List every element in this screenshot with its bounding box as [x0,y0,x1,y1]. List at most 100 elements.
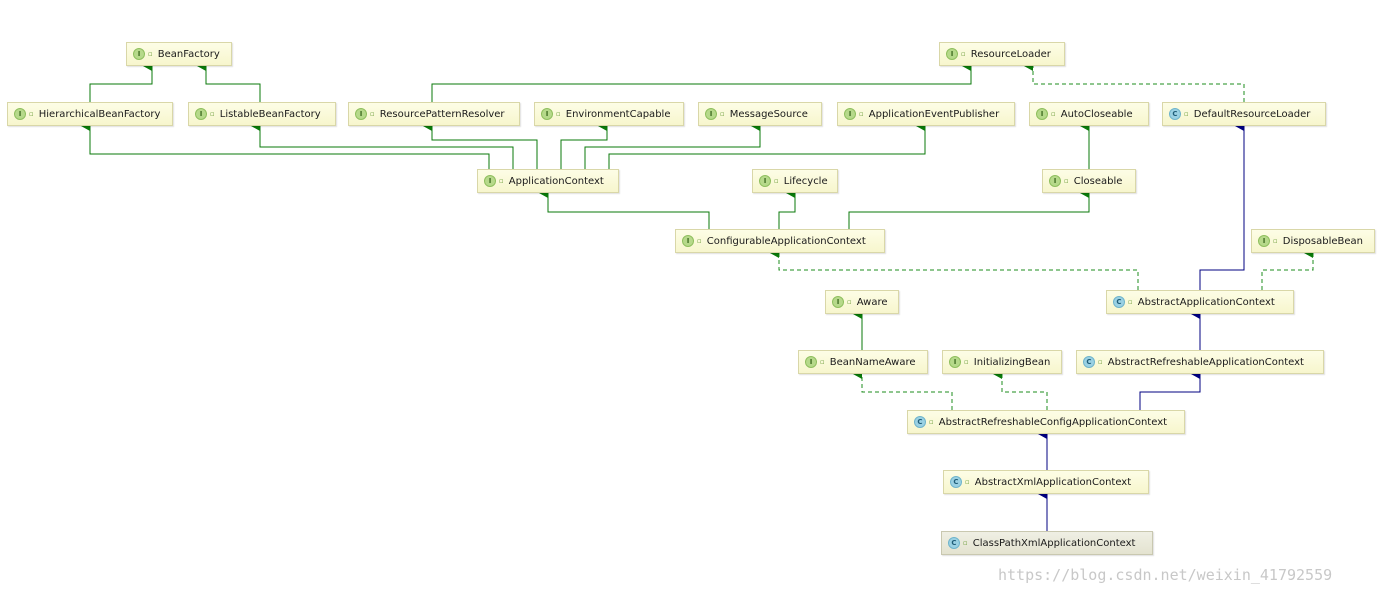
visibility-icon: ▫ [859,110,864,118]
node-label: InitializingBean [973,356,1051,368]
visibility-icon: ▫ [210,110,215,118]
node-resourcepatternresolver[interactable]: I▫ResourcePatternResolver [348,102,520,126]
node-beanfactory[interactable]: I▫BeanFactory [126,42,232,66]
interface-icon: I [1049,175,1061,187]
visibility-icon: ▫ [148,50,153,58]
class-icon: C [914,416,926,428]
node-label: BeanNameAware [829,356,916,368]
interface-icon: I [805,356,817,368]
edge-abstractrefreshableconfigapplicationcontext-to-initializingbean [993,369,1048,410]
interface-icon: I [759,175,771,187]
node-label: AbstractApplicationContext [1137,296,1275,308]
edge-abstractrefreshableconfigapplicationcontext-to-beannameaware [853,369,953,410]
visibility-icon: ▫ [370,110,375,118]
edge-configurableapplicationcontext-to-applicationcontext [539,188,710,229]
edge-abstractapplicationcontext-to-configurableapplicationcontext [770,248,1139,290]
node-label: EnvironmentCapable [565,108,671,120]
node-classpathxmlapplicationcontext[interactable]: C▫ ClassPathXmlApplicationContext [941,531,1153,555]
node-label: ApplicationEventPublisher [868,108,1000,120]
node-label: HierarchicalBeanFactory [38,108,161,120]
node-initializingbean[interactable]: I▫ InitializingBean [942,350,1062,374]
node-beannameaware[interactable]: I▫ BeanNameAware [798,350,928,374]
visibility-icon: ▫ [29,110,34,118]
edge-abstractapplicationcontext-to-defaultresourceloader [1199,121,1245,290]
interface-icon: I [832,296,844,308]
node-autocloseable[interactable]: I▫AutoCloseable [1029,102,1149,126]
node-abstractrefreshableconfigapplicationcontext[interactable]: C▫ AbstractRefreshableConfigApplicationCo… [907,410,1185,434]
class-icon: C [950,476,962,488]
interface-icon: I [195,108,207,120]
class-icon: C [1113,296,1125,308]
node-label: AbstractRefreshableConfigApplicationCont… [938,416,1168,428]
node-defaultresourceloader[interactable]: C▫ DefaultResourceLoader [1162,102,1326,126]
node-abstractapplicationcontext[interactable]: C▫ AbstractApplicationContext [1106,290,1294,314]
edge-applicationcontext-to-listablebeanfactory [251,121,514,169]
interface-icon: I [541,108,553,120]
node-disposablebean[interactable]: I▫ DisposableBean [1251,229,1375,253]
visibility-icon: ▫ [720,110,725,118]
edge-applicationcontext-to-hierarchicalbeanfactory [81,121,490,169]
edge-configurableapplicationcontext-to-lifecycle [778,188,796,229]
visibility-icon: ▫ [929,418,934,426]
node-applicationcontext[interactable]: I▫ApplicationContext [477,169,619,193]
class-icon: C [1169,108,1181,120]
node-abstractrefreshableapplicationcontext[interactable]: C▫ AbstractRefreshableApplicationContext [1076,350,1324,374]
node-resourceloader[interactable]: I▫ ResourceLoader [939,42,1065,66]
interface-icon: I [946,48,958,60]
visibility-icon: ▫ [820,358,825,366]
node-environmentcapable[interactable]: I▫ EnvironmentCapable [534,102,684,126]
node-label: MessageSource [729,108,808,120]
node-label: ApplicationContext [508,175,604,187]
interface-icon: I [1258,235,1270,247]
node-label: AbstractXmlApplicationContext [974,476,1132,488]
node-abstractxmlapplicationcontext[interactable]: C▫ AbstractXmlApplicationContext [943,470,1149,494]
visibility-icon: ▫ [1273,237,1278,245]
visibility-icon: ▫ [963,539,968,547]
node-label: DisposableBean [1282,235,1363,247]
node-closeable[interactable]: I▫Closeable [1042,169,1136,193]
node-lifecycle[interactable]: I▫Lifecycle [752,169,838,193]
interface-icon: I [705,108,717,120]
edge-abstractapplicationcontext-to-disposablebean [1261,248,1314,290]
visibility-icon: ▫ [1184,110,1189,118]
interface-icon: I [949,356,961,368]
edge-applicationcontext-to-resourcepatternresolver [423,121,538,169]
visibility-icon: ▫ [847,298,852,306]
edge-applicationcontext-to-applicationeventpublisher [608,121,926,169]
node-label: ListableBeanFactory [219,108,321,120]
node-listablebeanfactory[interactable]: I▫ ListableBeanFactory [188,102,336,126]
interface-icon: I [682,235,694,247]
interface-icon: I [355,108,367,120]
edge-hierarchicalbeanfactory-to-beanfactory [89,61,153,102]
edge-configurableapplicationcontext-to-closeable [848,188,1090,229]
node-label: DefaultResourceLoader [1193,108,1311,120]
interface-icon: I [484,175,496,187]
node-label: Aware [856,296,888,308]
node-aware[interactable]: I▫ Aware [825,290,899,314]
visibility-icon: ▫ [965,478,970,486]
node-hierarchicalbeanfactory[interactable]: I▫ HierarchicalBeanFactory [7,102,173,126]
interface-icon: I [133,48,145,60]
class-icon: C [1083,356,1095,368]
node-label: AutoCloseable [1060,108,1133,120]
visibility-icon: ▫ [697,237,702,245]
node-applicationeventpublisher[interactable]: I▫ApplicationEventPublisher [837,102,1015,126]
edge-applicationcontext-to-messagesource [584,121,761,169]
visibility-icon: ▫ [961,50,966,58]
visibility-icon: ▫ [1051,110,1056,118]
visibility-icon: ▫ [1098,358,1103,366]
edge-defaultresourceloader-to-resourceloader [1024,61,1245,102]
visibility-icon: ▫ [556,110,561,118]
visibility-icon: ▫ [964,358,969,366]
node-configurableapplicationcontext[interactable]: I▫ConfigurableApplicationContext [675,229,885,253]
interface-icon: I [14,108,26,120]
node-label: ClassPathXmlApplicationContext [972,537,1136,549]
node-label: ResourceLoader [970,48,1051,60]
node-messagesource[interactable]: I▫ MessageSource [698,102,822,126]
class-icon: C [948,537,960,549]
visibility-icon: ▫ [1128,298,1133,306]
node-label: AbstractRefreshableApplicationContext [1107,356,1304,368]
edge-abstractrefreshableconfigapplicationcontext-to-abstractrefreshableapplicationcontext [1139,369,1201,410]
node-label: Closeable [1073,175,1123,187]
